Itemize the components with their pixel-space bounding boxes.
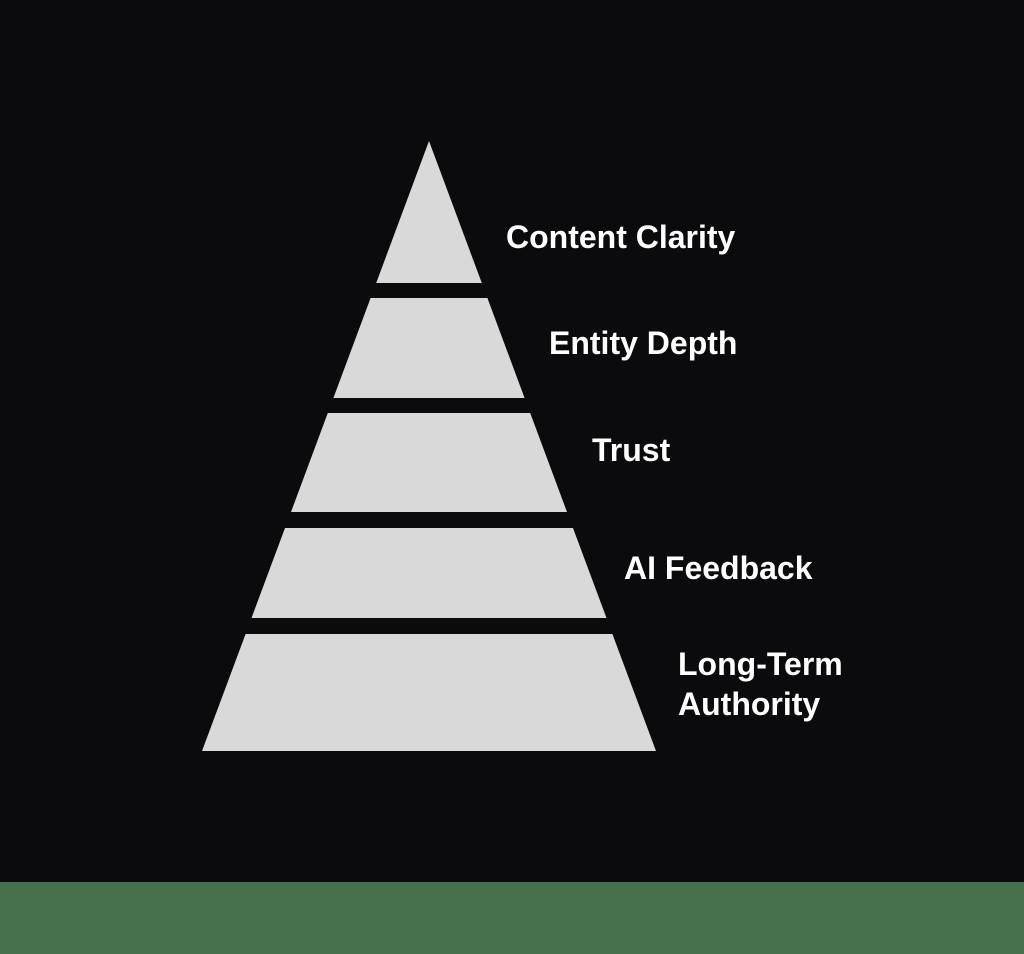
pyramid-level-1-shape bbox=[376, 141, 482, 283]
pyramid-level-2-label: Entity Depth bbox=[549, 325, 738, 361]
pyramid-level-3-shape bbox=[291, 413, 567, 512]
pyramid-level-3-label: Trust bbox=[592, 432, 671, 468]
footer-accent-bar bbox=[0, 882, 1024, 954]
pyramid-level-4-shape bbox=[251, 528, 607, 618]
pyramid-level-5-shape bbox=[202, 634, 656, 751]
pyramid-level-1-label: Content Clarity bbox=[506, 219, 736, 255]
pyramid-level-4-label: AI Feedback bbox=[624, 550, 813, 586]
pyramid-level-2-shape bbox=[333, 298, 525, 398]
pyramid-level-5-label: Long-Term Authority bbox=[678, 646, 843, 722]
